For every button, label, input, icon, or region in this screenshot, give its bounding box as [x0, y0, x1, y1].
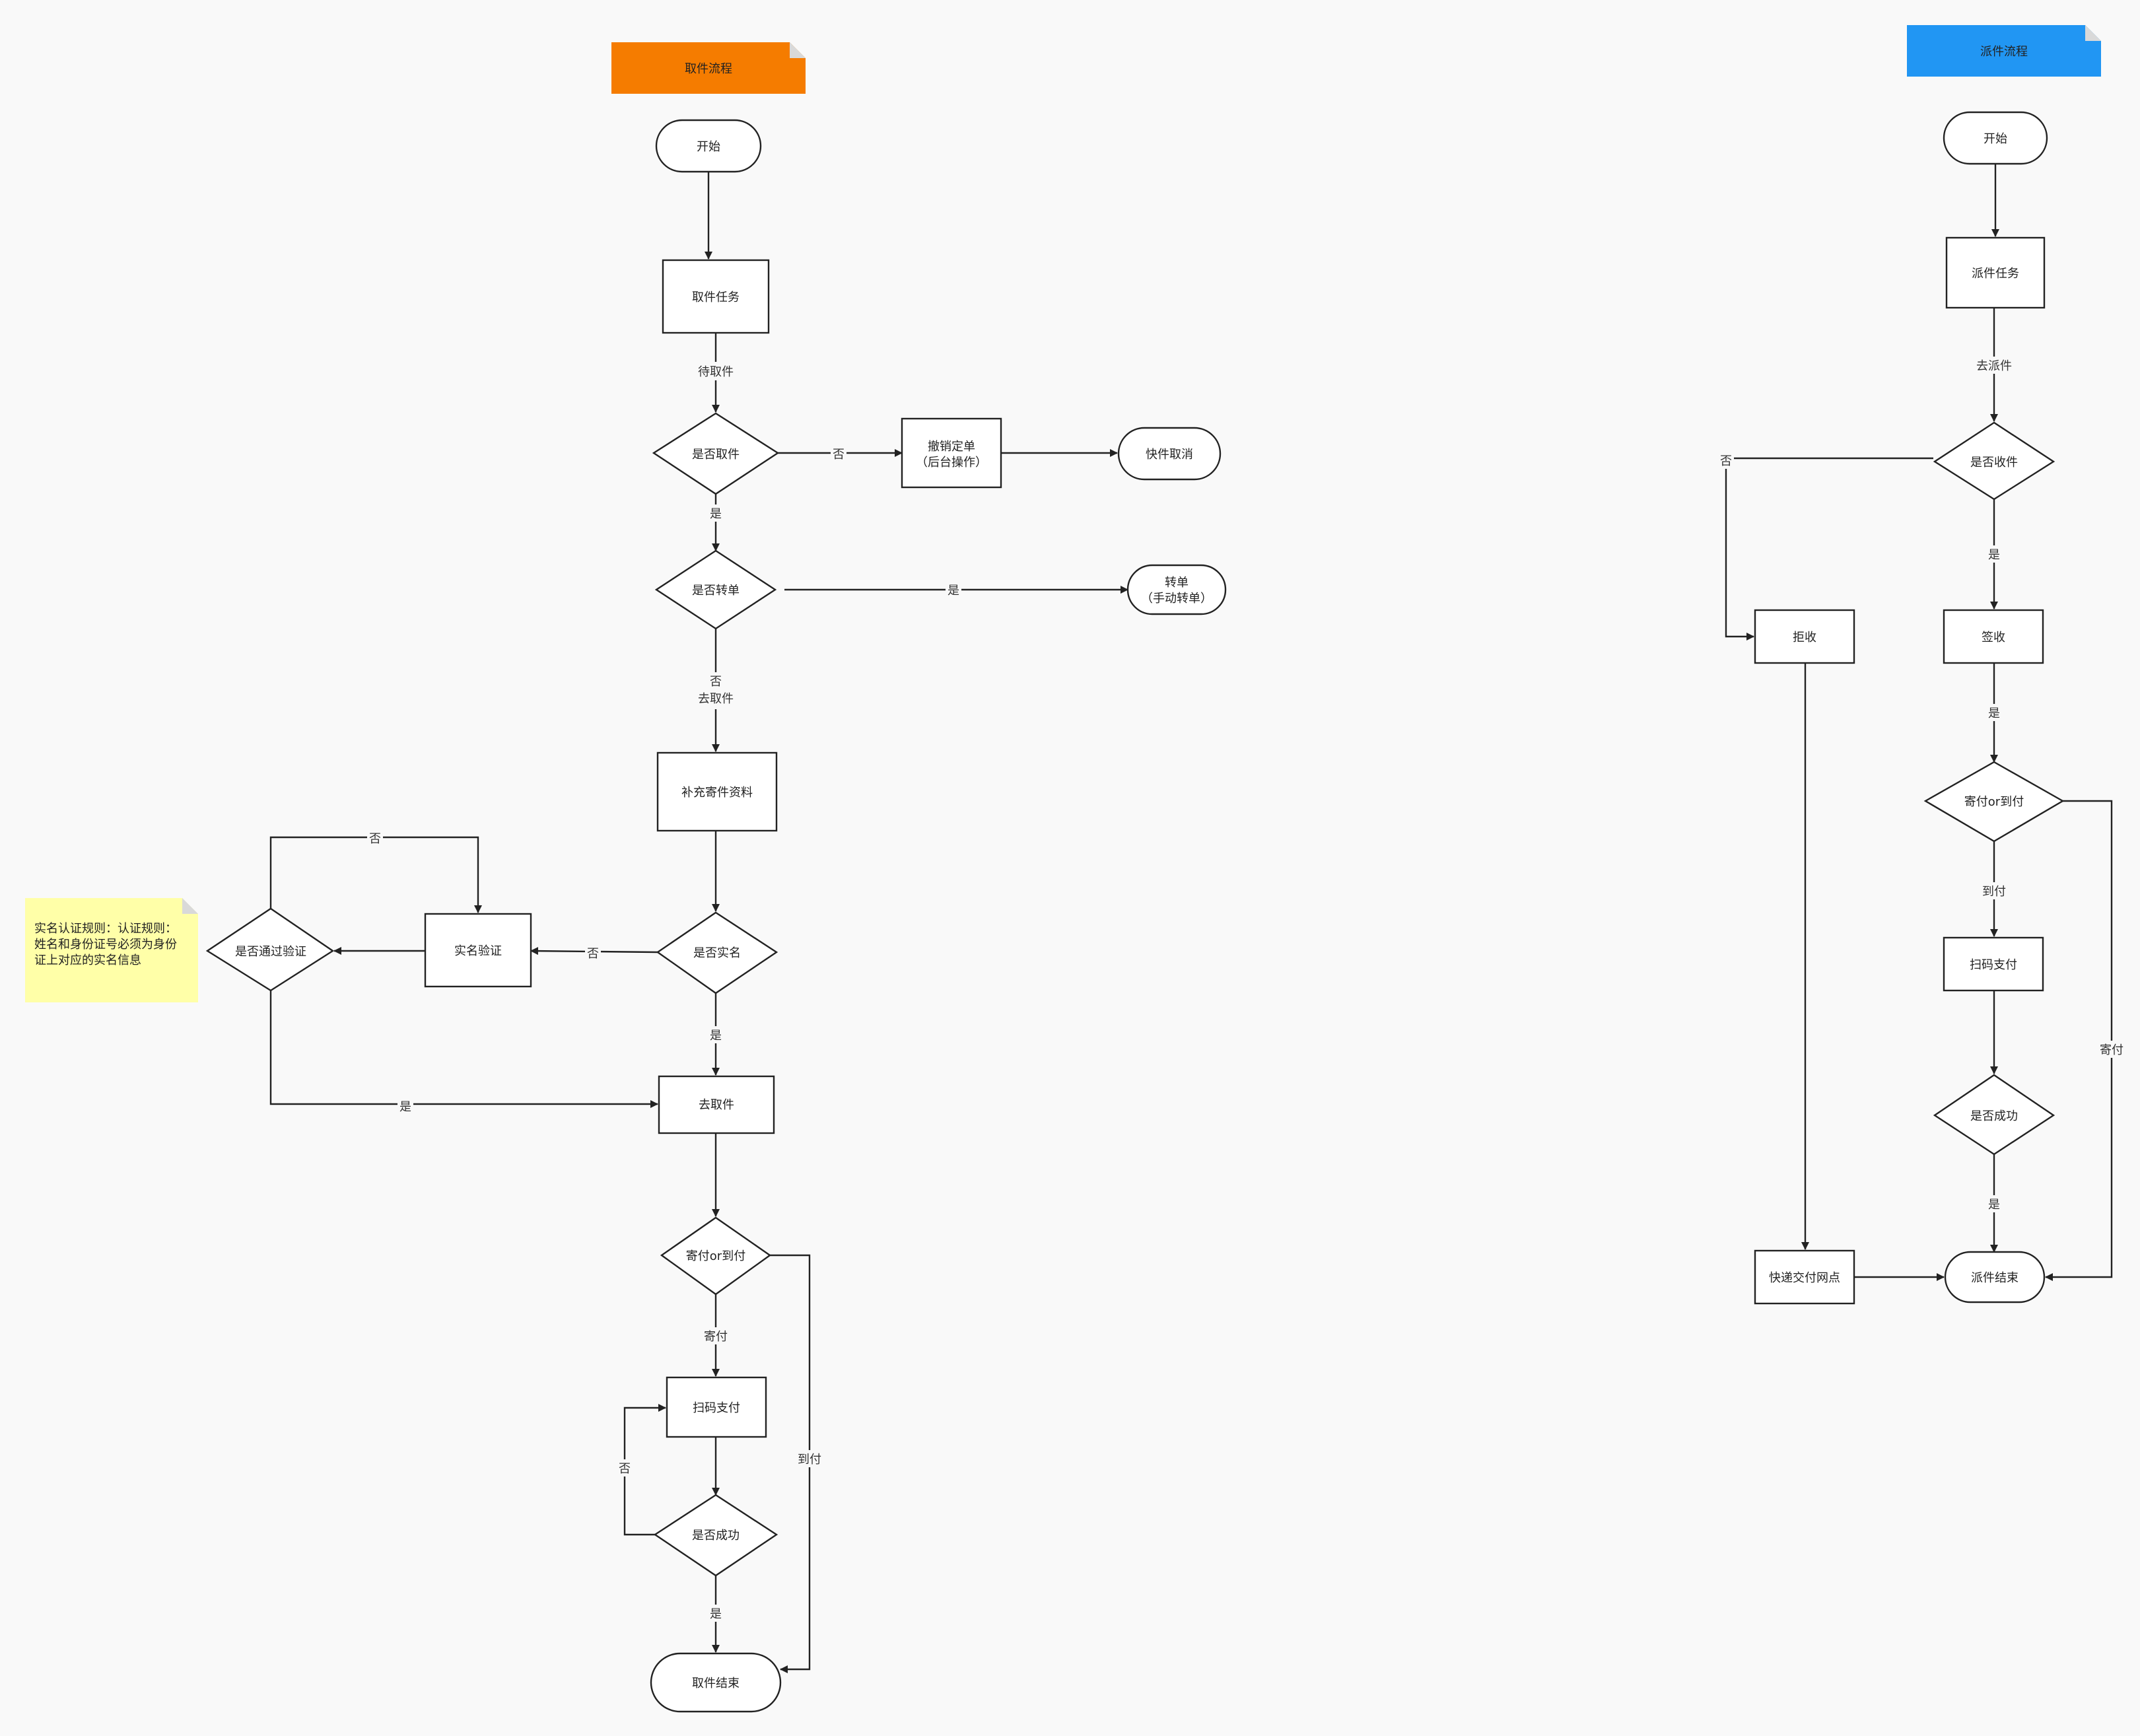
node-d-is-received-label: 是否收件	[1970, 456, 2018, 469]
node-cancel-order-label: 撤销定单	[928, 440, 975, 454]
pickup-nodes: 开始 取件任务 是否取件 撤销定单 （后台操作） 快件取消 是否转单	[205, 119, 1227, 1713]
note-line-3: 证上对应的实名信息	[34, 954, 141, 967]
node-d-scan-pay-label: 扫码支付	[1970, 958, 2017, 972]
node-d-pay-type-label: 寄付or到付	[1964, 795, 2024, 809]
label-go-pickup: 去取件	[698, 692, 734, 706]
node-transfer-sublabel: （手动转单）	[1141, 592, 1212, 606]
node-verify-label: 实名验证	[454, 944, 502, 958]
edge-passed-yes	[269, 990, 658, 1108]
node-transfer-label: 转单	[1165, 576, 1189, 590]
pickup-flow-title-text: 取件流程	[685, 62, 732, 76]
node-pay-type-label: 寄付or到付	[686, 1249, 745, 1263]
delivery-flow: 派件流程 去派件 否 是 是 到付	[1718, 25, 2126, 1305]
node-d-scan-pay[interactable]: 扫码支付	[1943, 936, 2044, 992]
node-is-pickup-label: 是否取件	[692, 448, 740, 462]
node-cancel-order[interactable]: 撤销定单 （后台操作）	[901, 417, 1002, 489]
node-d-sign-label: 签收	[1982, 631, 2005, 644]
node-supplement-label: 补充寄件资料	[681, 786, 753, 800]
node-d-task-label: 派件任务	[1972, 267, 2019, 281]
delivery-nodes: 开始 派件任务 是否收件 拒收 签收 寄付or到付	[1754, 111, 2065, 1305]
node-cancel-order-sublabel: （后台操作）	[916, 456, 987, 469]
label-d-receiver-pay: 到付	[1982, 885, 2006, 899]
label-d-not-received: 否	[1720, 454, 1732, 468]
node-go-pickup[interactable]: 去取件	[658, 1075, 775, 1134]
node-d-end-label: 派件结束	[1971, 1271, 2019, 1285]
label-d-go-deliver: 去派件	[1976, 359, 2012, 373]
label-yes-realname: 是	[710, 1029, 722, 1043]
node-start-label: 开始	[697, 140, 720, 154]
label-pay-success: 是	[710, 1607, 722, 1621]
label-yes-passed: 是	[399, 1100, 411, 1114]
label-wait-pickup: 待取件	[698, 365, 734, 379]
label-no-transfer: 否	[710, 675, 722, 689]
label-yes-pickup: 是	[710, 507, 722, 521]
label-not-passed: 否	[369, 832, 381, 846]
node-d-success[interactable]: 是否成功	[1933, 1074, 2055, 1156]
label-d-sender-pay: 寄付	[2100, 1043, 2123, 1057]
node-scan-pay[interactable]: 扫码支付	[666, 1376, 767, 1438]
edge-d-isreceived-reject	[1725, 457, 1933, 641]
delivery-edges	[1725, 164, 2113, 1281]
node-cancelled[interactable]: 快件取消	[1117, 427, 1222, 481]
pickup-title-shape	[611, 42, 806, 94]
label-sender-pay: 寄付	[704, 1330, 728, 1344]
label-d-yes-received: 是	[1988, 548, 2000, 562]
node-scan-pay-label: 扫码支付	[693, 1401, 740, 1415]
node-d-is-received[interactable]: 是否收件	[1933, 421, 2055, 501]
label-no-pickup: 否	[833, 448, 845, 462]
pickup-edges	[269, 172, 1128, 1673]
node-start[interactable]: 开始	[655, 119, 762, 173]
node-end-label: 取件结束	[692, 1677, 740, 1690]
node-d-end[interactable]: 派件结束	[1944, 1251, 2046, 1303]
node-d-task[interactable]: 派件任务	[1945, 236, 2046, 309]
node-d-handover[interactable]: 快递交付网点	[1754, 1249, 1855, 1305]
pickup-edge-labels: 待取件 否 是 是 否 去取件 否 否 是 是 寄付 到付 否 是	[367, 362, 961, 1622]
note-line-1: 实名认证规则：认证规则：	[34, 922, 177, 936]
node-pay-type[interactable]: 寄付or到付	[660, 1216, 772, 1296]
node-cancelled-label: 快件取消	[1146, 448, 1193, 462]
node-d-reject-label: 拒收	[1793, 631, 1816, 644]
node-is-pickup[interactable]: 是否取件	[652, 412, 780, 495]
label-d-pay-success: 是	[1988, 1198, 2000, 1212]
node-success[interactable]: 是否成功	[653, 1494, 778, 1577]
node-d-pay-type[interactable]: 寄付or到付	[1923, 761, 2065, 843]
node-transfer[interactable]: 转单 （手动转单）	[1126, 564, 1227, 615]
node-go-pickup-label: 去取件	[699, 1098, 734, 1112]
note-line-2: 姓名和身份证号必须为身份	[34, 938, 177, 952]
node-d-start-label: 开始	[1984, 132, 2007, 146]
edge-passed-no-loop	[269, 836, 482, 913]
node-d-start[interactable]: 开始	[1943, 111, 2048, 165]
delivery-flow-title-text: 派件流程	[1980, 45, 2028, 59]
label-yes-transfer: 是	[948, 584, 959, 598]
node-d-reject[interactable]: 拒收	[1754, 609, 1855, 664]
delivery-flow-title: 派件流程	[1907, 25, 2101, 77]
node-passed[interactable]: 是否通过验证	[205, 907, 335, 992]
node-pickup-task-label: 取件任务	[692, 291, 740, 304]
node-d-handover-label: 快递交付网点	[1769, 1271, 1840, 1285]
node-is-realname-label: 是否实名	[693, 946, 741, 960]
label-pay-failed: 否	[619, 1462, 631, 1476]
node-is-realname[interactable]: 是否实名	[656, 911, 778, 994]
realname-rule-note: 实名认证规则：认证规则： 姓名和身份证号必须为身份 证上对应的实名信息	[25, 898, 198, 1002]
node-d-success-label: 是否成功	[1970, 1109, 2018, 1123]
label-not-realname: 否	[587, 947, 599, 961]
node-supplement[interactable]: 补充寄件资料	[656, 751, 778, 832]
pickup-flow-title: 取件流程	[611, 42, 806, 94]
edge-d-paytype-end	[2045, 800, 2113, 1281]
node-is-transfer-label: 是否转单	[692, 584, 740, 598]
pickup-flow: 取件流程 待取件	[25, 42, 1227, 1713]
node-end[interactable]: 取件结束	[650, 1652, 782, 1713]
node-passed-label: 是否通过验证	[235, 945, 306, 959]
label-receiver-pay: 到付	[798, 1453, 821, 1467]
node-pickup-task[interactable]: 取件任务	[662, 259, 770, 334]
node-d-sign[interactable]: 签收	[1943, 609, 2044, 664]
node-is-transfer[interactable]: 是否转单	[654, 549, 777, 630]
label-d-after-sign: 是	[1988, 707, 2000, 720]
node-verify[interactable]: 实名验证	[424, 913, 532, 988]
node-success-label: 是否成功	[692, 1529, 740, 1543]
delivery-edge-labels: 去派件 否 是 是 到付 寄付 是	[1718, 357, 2126, 1212]
